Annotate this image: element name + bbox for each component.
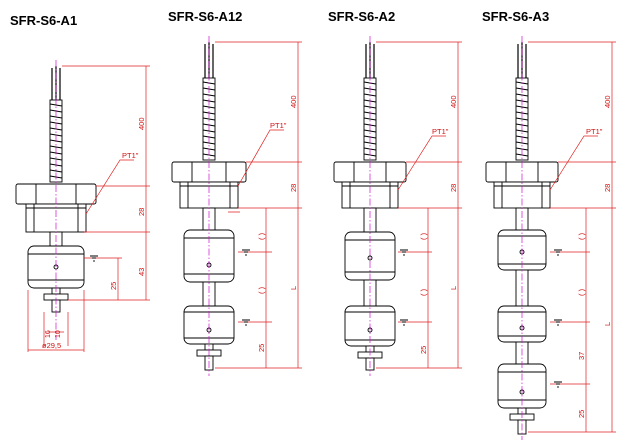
drawing-a2: PT1" 400 28 L ( ) ( ) 25 (333, 36, 462, 376)
dim-gap1-a12: ( ) (257, 232, 266, 240)
dim-hex-a2: 28 (449, 184, 458, 192)
dim-inner1-a1: 16 (45, 330, 52, 338)
cable-wires (365, 42, 375, 78)
dim-L-a12: L (289, 286, 298, 290)
dim-stem-a1: 25 (109, 282, 118, 290)
dim-cable-a1: 400 (137, 117, 146, 130)
dim-hex-a3: 28 (603, 184, 612, 192)
model-title-a3: SFR-S6-A3 (482, 9, 549, 24)
dim-gap2-a3: ( ) (577, 288, 586, 296)
dim-gap1-a3: ( ) (577, 232, 586, 240)
dim-hex-a1: 28 (137, 208, 146, 216)
dim-mid-a3: 37 (577, 352, 586, 360)
dim-bottom-a2: 25 (419, 346, 428, 354)
dim-cable-a12: 400 (289, 95, 298, 108)
model-title-a2: SFR-S6-A2 (328, 9, 395, 24)
dim-bottom-a12: 25 (257, 344, 266, 352)
drawing-a1: PT1" 400 28 43 25 16 10 ø29,5 (15, 60, 150, 352)
dim-L-a2: L (449, 286, 458, 290)
cable-wires (517, 42, 527, 78)
model-title-a1: SFR-S6-A1 (10, 13, 77, 28)
dim-gap2-a2: ( ) (419, 288, 428, 296)
dim-cable-a2: 400 (449, 95, 458, 108)
model-title-a12: SFR-S6-A12 (168, 9, 242, 24)
dim-gap1-a2: ( ) (419, 232, 428, 240)
drawing-a12: PT1" 400 28 L ( ) ( ) 25 (171, 36, 302, 376)
drawing-a3: PT1" 400 28 L ( ) ( ) 37 25 (485, 36, 616, 440)
dim-gap2-a12: ( ) (257, 286, 266, 294)
pt-label-a3: PT1" (586, 127, 603, 136)
dim-L-a3: L (603, 322, 612, 326)
pt-label-a12: PT1" (270, 121, 287, 130)
dim-cable-a3: 400 (603, 95, 612, 108)
pt-label-a1: PT1" (122, 151, 139, 160)
dim-outer-a1: ø29,5 (42, 341, 61, 350)
dim-inner2-a1: 10 (55, 330, 62, 338)
dim-bottom-a3: 25 (577, 410, 586, 418)
cable-wires (204, 42, 214, 78)
dim-hex-a12: 28 (289, 184, 298, 192)
pt-label-a2: PT1" (432, 127, 449, 136)
dim-float-a1: 43 (137, 268, 146, 276)
